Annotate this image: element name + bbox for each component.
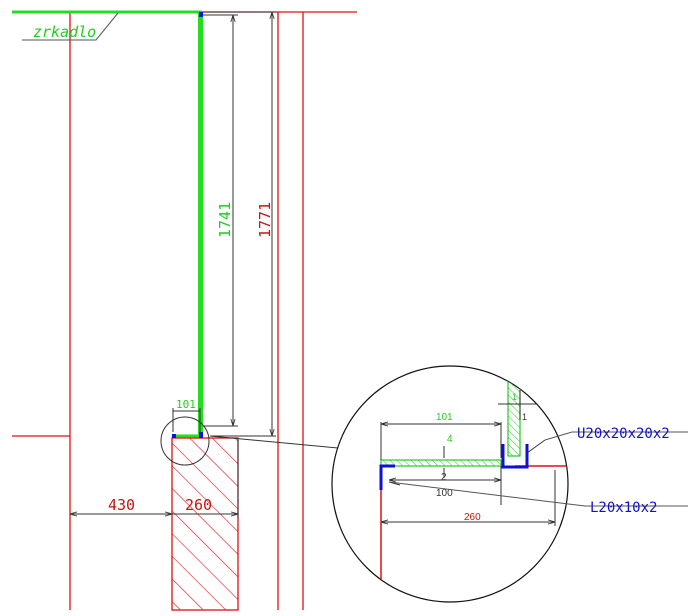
detail-dim-mirror-offset: 101	[436, 412, 453, 423]
dim-total-height: 1771	[256, 202, 274, 238]
detail-connector-line	[209, 435, 339, 449]
mirror-label: zrkadlo	[33, 23, 96, 41]
dim-left-gap: 430	[108, 496, 135, 514]
horizontal-dimensions	[70, 440, 239, 518]
detail-marker-circle	[160, 416, 210, 466]
dim-wall-thickness: 260	[185, 496, 212, 514]
vertical-dimensions	[203, 11, 276, 437]
detail-dim-l-length: 100	[436, 488, 453, 499]
mirror-label-group: zrkadlo	[22, 12, 119, 41]
detail-view: 101 4 2 100 260 1 1	[331, 365, 569, 603]
detail-dim-thickness: 2	[441, 472, 447, 483]
mirror	[12, 10, 203, 438]
detail-dim-wall: 260	[464, 512, 481, 523]
profile-u-label: U20x20x20x2	[577, 426, 670, 442]
profile-l-label: L20x10x2	[590, 500, 657, 516]
dim-mirror-height: 1741	[216, 202, 234, 238]
detail-circle	[331, 365, 569, 603]
profile-leaders	[388, 431, 688, 507]
detail-dim-gap: 4	[447, 434, 453, 445]
hatched-wall	[171, 437, 239, 611]
detail-dim-small-side: 1	[522, 412, 527, 422]
detail-dim-small-top: 1	[512, 392, 517, 402]
dim-mirror-offset: 101	[176, 398, 196, 411]
